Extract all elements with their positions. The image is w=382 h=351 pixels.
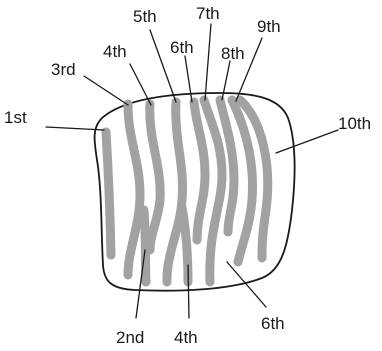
label-10th: 10th: [338, 114, 371, 133]
label-5th: 5th: [133, 7, 157, 26]
label-4th-top: 4th: [103, 42, 127, 61]
label-3rd: 3rd: [51, 60, 76, 79]
stripe: [106, 132, 111, 255]
leader-line-4th-top: [130, 64, 151, 105]
label-8th: 8th: [221, 44, 245, 63]
label-7th: 7th: [196, 4, 220, 23]
label-6th-bottom: 6th: [261, 314, 285, 333]
label-2nd: 2nd: [116, 328, 144, 347]
leader-line-3rd: [84, 76, 128, 105]
label-4th-bottom: 4th: [174, 328, 198, 347]
stripe: [144, 210, 146, 282]
label-1st: 1st: [4, 108, 27, 127]
label-6th-top: 6th: [170, 38, 194, 57]
leader-line-7th: [205, 24, 211, 100]
label-9th: 9th: [257, 17, 281, 36]
